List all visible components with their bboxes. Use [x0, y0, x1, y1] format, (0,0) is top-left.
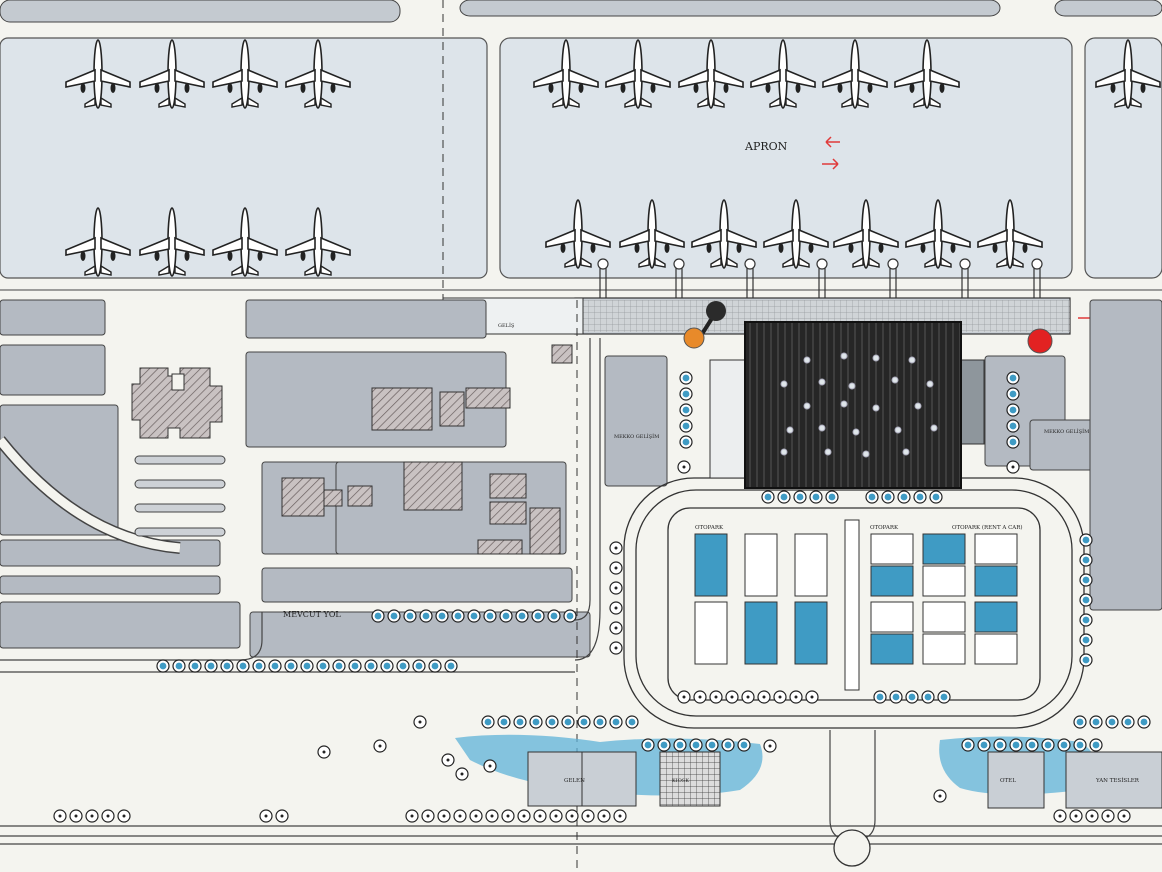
- building-label: GELEN: [564, 778, 585, 784]
- parking-label-rent: OTOPARK (RENT A CAR): [952, 524, 1023, 531]
- area-label: MEKKO GELİŞİM: [614, 433, 659, 440]
- building-label: YAN TESİSLER: [1095, 777, 1140, 784]
- parking-label: OTOPARK: [870, 525, 899, 531]
- building-label: OTEL: [1000, 778, 1016, 784]
- apron-label: APRON: [744, 140, 788, 153]
- gate-markers: [683, 301, 1053, 354]
- area-label: MEKKO GELİŞİM: [1044, 428, 1089, 435]
- terminal-building: [709, 321, 985, 489]
- road-label: MEVCUT YOL: [283, 610, 341, 619]
- land-parcels: [0, 299, 1162, 658]
- arrival-label: GELİŞ: [498, 322, 515, 329]
- parking-lots: [694, 519, 1018, 691]
- parking-label: OTOPARK: [695, 525, 724, 531]
- building-label: KIOSK: [672, 778, 689, 784]
- building-group: [131, 344, 573, 555]
